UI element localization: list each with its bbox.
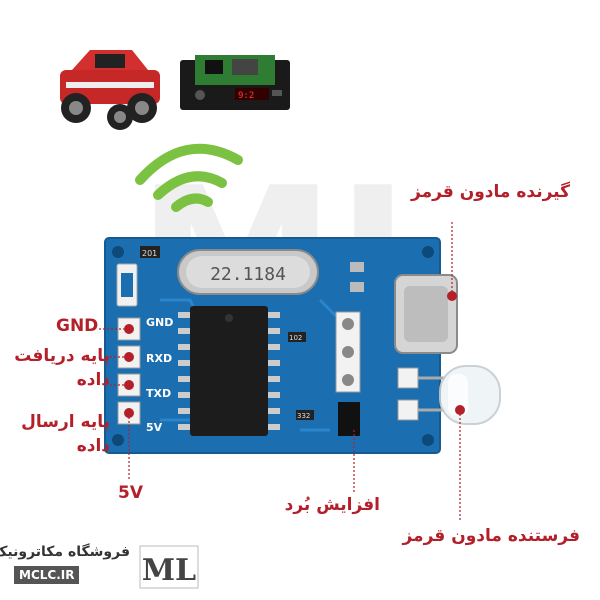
label-ir-receiver: گیرنده مادون قرمز bbox=[411, 182, 570, 202]
label-tx: پایه ارسال داده bbox=[21, 410, 110, 458]
crystal-text: 22.1184 bbox=[210, 264, 286, 285]
label-rx: پایه دریافت داده bbox=[14, 344, 110, 392]
logo-icon: ML bbox=[139, 545, 199, 589]
silk-gnd: GND bbox=[146, 316, 173, 329]
pin-holes bbox=[117, 317, 141, 425]
mp3-board-icon: 9:2 bbox=[180, 55, 290, 110]
leader-lines bbox=[99, 222, 461, 522]
silk-5v: 5V bbox=[146, 421, 163, 434]
crystal-oscillator: 22.1184 bbox=[177, 249, 319, 295]
logo-text: ML bbox=[142, 553, 196, 588]
top-left-marking: 201 bbox=[142, 249, 157, 258]
label-5v: 5V bbox=[118, 483, 143, 503]
label-tx-line1: پایه ارسال bbox=[21, 412, 110, 432]
svg-text:9:2: 9:2 bbox=[238, 91, 254, 101]
ir-led bbox=[397, 365, 501, 425]
label-tx-line2: داده bbox=[76, 436, 110, 456]
brand-name: فروشگاه مکاترونیک bbox=[0, 544, 130, 560]
brand-site: MCLC.IR bbox=[14, 566, 80, 584]
label-gnd: GND bbox=[56, 316, 99, 336]
label-rx-line2: داده bbox=[76, 370, 110, 390]
ic-chip bbox=[178, 306, 280, 436]
resistor-marking-2: 332 bbox=[297, 412, 310, 420]
resistor-marking-1: 102 bbox=[289, 334, 302, 342]
label-ir-transmitter: فرستنده مادون قرمز bbox=[402, 526, 580, 546]
silk-rxd: RXD bbox=[146, 352, 172, 365]
ir-receiver bbox=[394, 274, 458, 354]
wifi-icon bbox=[135, 143, 243, 212]
label-rx-line1: پایه دریافت bbox=[14, 346, 110, 366]
transistor bbox=[338, 402, 360, 436]
pin-header-3 bbox=[335, 311, 361, 393]
rc-car-icon bbox=[60, 50, 160, 130]
silk-txd: TXD bbox=[146, 387, 171, 400]
label-amplifier: افزایش بُرد bbox=[284, 495, 380, 515]
pcb-board: 201 102 332 22.1184 bbox=[104, 237, 501, 454]
